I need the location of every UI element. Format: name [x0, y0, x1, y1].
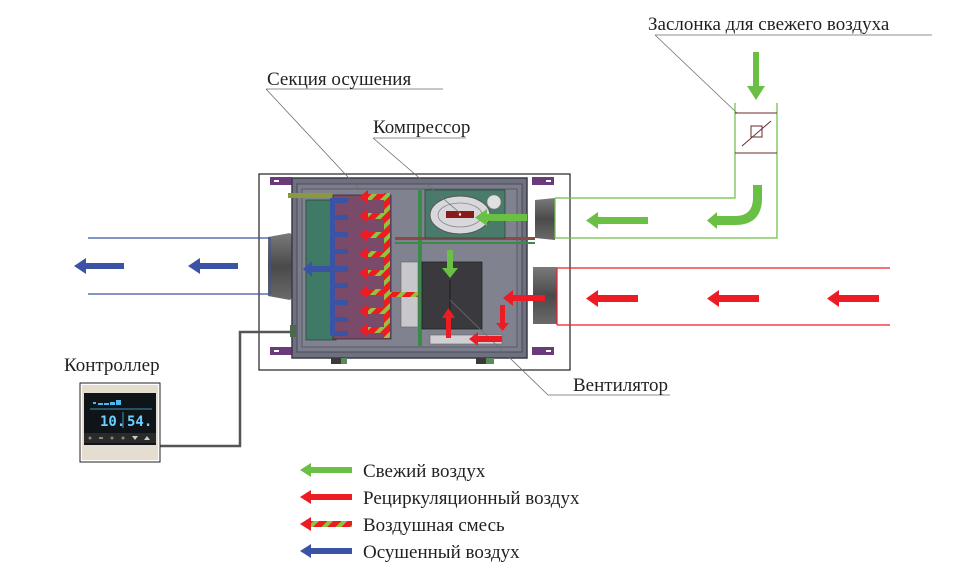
- mounting-brackets: [270, 177, 554, 355]
- legend-label-recirculation: Рециркуляционный воздух: [363, 488, 580, 509]
- controller-cable: [158, 330, 290, 448]
- fresh-air-duct: [554, 103, 778, 239]
- fresh-air-duct-connector: [535, 198, 555, 240]
- leader-lines: [265, 34, 932, 396]
- air-mixture-arrows: [359, 190, 418, 338]
- legend-label-fresh: Свежий воздух: [363, 461, 486, 482]
- controller-device[interactable]: 10. 54.: [79, 382, 161, 463]
- recirculation-arrows: [442, 290, 879, 346]
- dried-air-duct: [88, 237, 271, 295]
- fresh-air-arrows: [442, 52, 765, 278]
- controller-humidity: 54.: [127, 414, 152, 430]
- legend-label-dried: Осушенный воздух: [363, 542, 520, 563]
- label-fresh-air-damper: Заслонка для свежего воздуха: [648, 14, 890, 35]
- label-compressor: Компрессор: [373, 117, 471, 138]
- legend-swatch-mix: [300, 517, 352, 531]
- controller-buttons[interactable]: [88, 436, 151, 440]
- label-fan: Вентилятор: [573, 375, 669, 396]
- recirculation-duct: [556, 267, 890, 326]
- legend-label-mix: Воздушная смесь: [363, 515, 505, 536]
- controller-temperature: 10.: [100, 414, 125, 430]
- legend-swatch-recirculation: [300, 490, 352, 504]
- fresh-air-damper: [735, 112, 777, 154]
- legend-swatches: [300, 463, 352, 558]
- label-controller: Контроллер: [64, 355, 160, 376]
- legend-swatch-dried: [300, 544, 352, 558]
- outlet-duct-connector: [268, 233, 294, 300]
- unit-feet: [331, 358, 494, 364]
- dried-air-arrows: [74, 198, 348, 336]
- legend-swatch-fresh: [300, 463, 352, 477]
- label-dehumidification-section: Секция осушения: [267, 69, 412, 90]
